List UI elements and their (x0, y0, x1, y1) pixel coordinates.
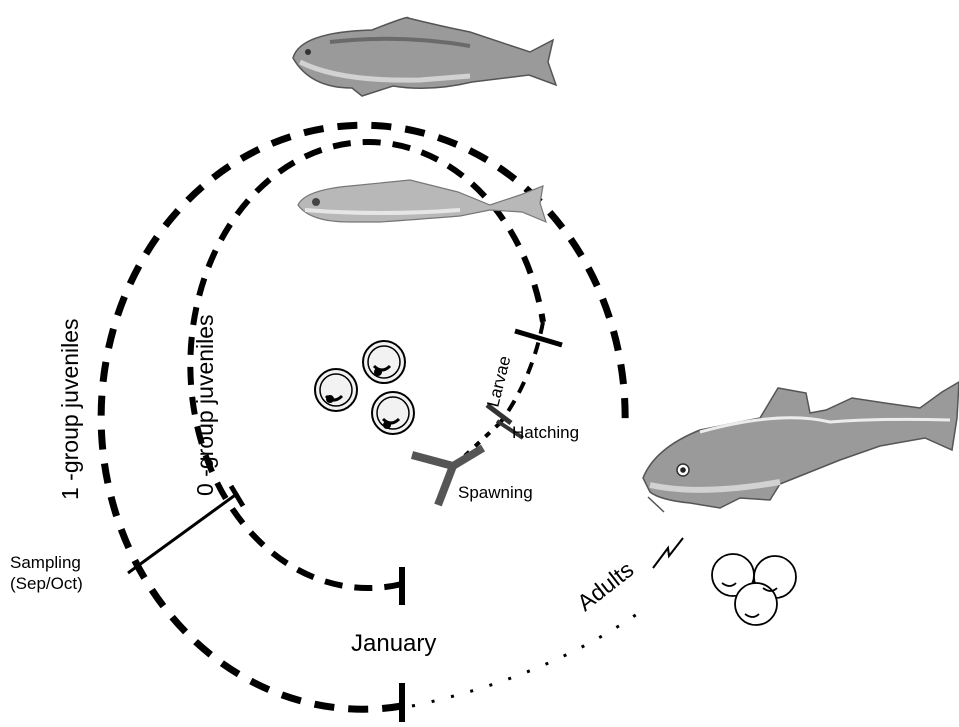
adults-dotted-path (412, 612, 640, 706)
sampling-label: Sampling (10, 553, 81, 572)
one-group-juveniles-label: 1 -group juveniles (57, 318, 83, 500)
sampling-period-label: (Sep/Oct) (10, 574, 83, 593)
zero-group-juveniles-label: 0 -group juveniles (192, 314, 218, 496)
adults-label: Adults (572, 556, 638, 616)
spawning-label: Spawning (458, 483, 533, 502)
adult-eggs-icon (712, 554, 796, 625)
adult-cod-icon (643, 382, 959, 512)
hatching-label: Hatching (512, 423, 579, 442)
january-label: January (351, 630, 436, 657)
one-group-fish-icon (293, 18, 556, 97)
zero-group-fish-icon (298, 180, 546, 222)
larvae-label: Larvae (483, 354, 514, 409)
sampling-line (128, 493, 238, 573)
egg-cluster-icon (315, 341, 414, 434)
spawning-spark-icon (653, 538, 683, 568)
